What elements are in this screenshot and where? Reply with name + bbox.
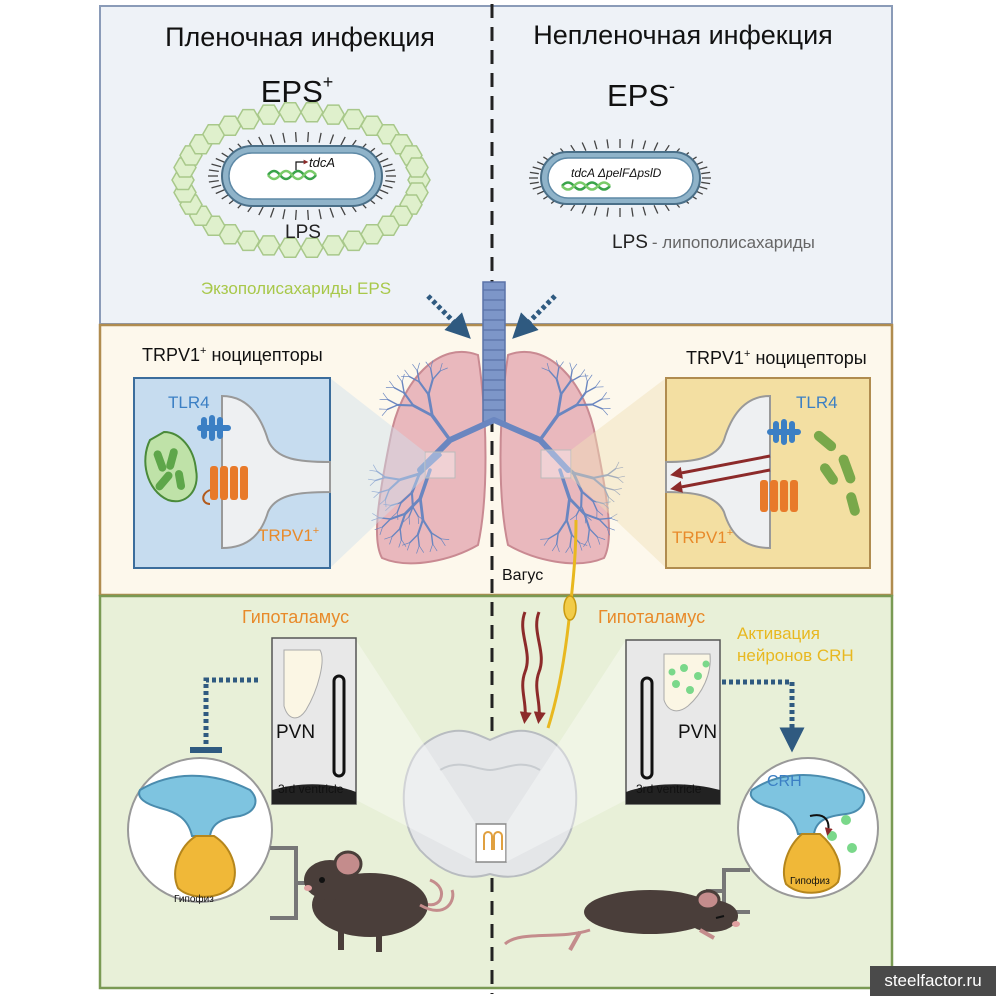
inhibition-line	[203, 677, 258, 748]
nociceptor-title-right: TRPV1+ ноцицепторы	[686, 348, 867, 368]
vagus-ganglion	[563, 595, 577, 621]
lps-label-right: LPS- липополисахариды	[612, 232, 815, 253]
pituitary-label-left: Гипофиз	[174, 893, 214, 905]
free-bacteria	[813, 430, 860, 516]
mouse-sick	[503, 889, 740, 951]
crh-neurons	[668, 660, 710, 694]
vagus-label: Вагус	[502, 567, 543, 584]
arrow-left-down	[426, 294, 471, 339]
eps-hexagon-ring	[171, 102, 431, 258]
trpv1-channel-right	[760, 480, 798, 512]
top-panel	[99, 5, 893, 325]
pvn-label-left: PVN	[276, 722, 315, 743]
activation-arrow	[722, 679, 805, 753]
mouse-healthy	[304, 850, 455, 952]
biofilm-cluster	[144, 430, 198, 503]
pituitary-label-right: Гипофиз	[790, 875, 830, 887]
zoom-right	[571, 378, 666, 568]
trpv1-channel-left	[202, 466, 248, 505]
crh-label: CRH	[767, 773, 802, 790]
zoom-pvn-left	[356, 640, 476, 862]
tlr4-label-right: TLR4	[796, 393, 838, 412]
eps-plus-label: EPS+	[261, 72, 334, 109]
nociceptor-title-left: TRPV1+ ноцицепторы	[142, 345, 323, 365]
lungs-illustration	[367, 281, 626, 565]
lps-label-left: LPS	[285, 222, 321, 243]
activation-line-2: нейронов CRH	[737, 646, 854, 665]
gene-tdca-right: tdcA ΔpelFΔpslD	[571, 166, 662, 180]
trpv1-label-right: TRPV1+	[672, 527, 733, 547]
ventricle-label-right: 3rd ventricle	[636, 782, 702, 796]
left-title: Пленочная инфекция	[165, 22, 435, 52]
gene-tdca-left: tdcA	[309, 155, 335, 170]
watermark: steelfactor.ru	[870, 966, 996, 996]
ventricle-label-left: 3rd ventricle	[278, 782, 344, 796]
descending-signal-1	[519, 611, 532, 724]
right-title: Непленочная инфекция	[533, 20, 833, 50]
trpv1-label-left: TRPV1+	[258, 525, 319, 545]
zoom-left	[330, 378, 425, 568]
brain-section	[402, 729, 578, 878]
tlr4-receptor-left	[197, 415, 231, 441]
tlr4-receptor-right	[767, 419, 801, 445]
eps-minus-label: EPS-	[607, 76, 675, 113]
eps-caption: Экзополисахариды EPS	[201, 279, 391, 298]
descending-signal-2	[533, 611, 546, 724]
pvn-label-right: PVN	[678, 722, 717, 743]
pituitary-circle-left: Гипофиз	[127, 757, 273, 905]
arrow-right-down	[512, 294, 557, 339]
pvn-inset-right: PVN 3rd ventricle	[625, 639, 721, 805]
pituitary-circle-right: CRH Гипофиз	[737, 757, 879, 899]
activation-line-1: Активация	[737, 624, 820, 643]
pvn-inset-left: PVN 3rd ventricle	[271, 637, 357, 805]
hypothalamus-left: Гипоталамус	[242, 607, 349, 627]
tlr4-label-left: TLR4	[168, 393, 210, 412]
signal-arrows-right	[670, 454, 771, 493]
bacterium-eps-minus: tdcA ΔpelFΔpslD	[529, 139, 711, 217]
bacterium-eps-plus: tdcA	[208, 132, 396, 220]
hypothalamus-right: Гипоталамус	[598, 607, 705, 627]
crh-granules	[827, 815, 857, 853]
zoom-pvn-right	[506, 640, 626, 862]
